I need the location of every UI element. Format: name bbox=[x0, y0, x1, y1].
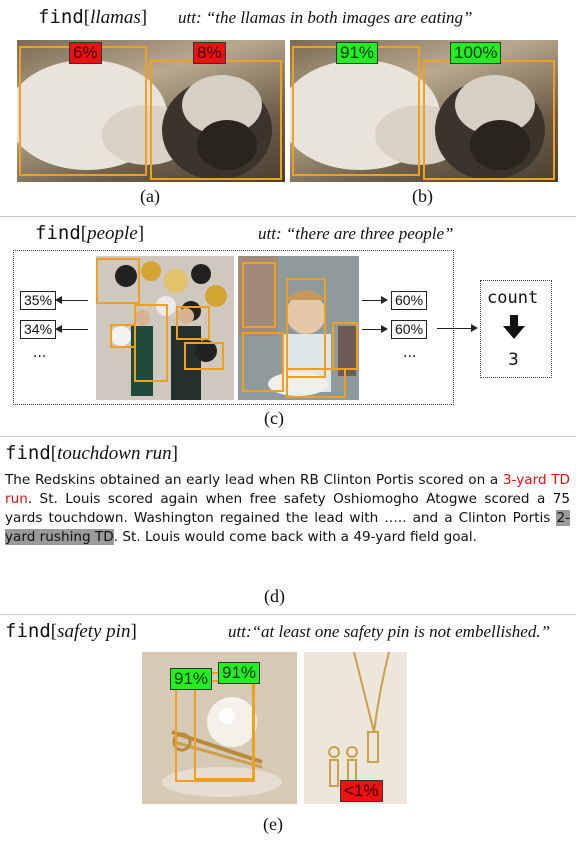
score-tag: 6% bbox=[69, 42, 102, 64]
arrow-head bbox=[471, 324, 478, 332]
ellipsis: ... bbox=[33, 345, 47, 361]
utterance: utt:“at least one safety pin is not embe… bbox=[228, 622, 551, 641]
pin-image-right: <1% bbox=[304, 652, 407, 804]
arrow bbox=[362, 329, 382, 330]
highlight-red: 3-yard TD run bbox=[5, 472, 571, 507]
bounding-box bbox=[96, 258, 140, 304]
separator bbox=[0, 436, 576, 437]
find-arg: llamas bbox=[90, 7, 141, 28]
score-tag: 8% bbox=[193, 42, 226, 64]
bounding-box bbox=[292, 46, 420, 176]
utterance: utt: “the llamas in both images are eati… bbox=[178, 8, 473, 27]
ellipsis: ... bbox=[403, 345, 417, 361]
arrow-head bbox=[55, 296, 62, 304]
bounding-box bbox=[134, 304, 168, 382]
bounding-box bbox=[150, 60, 282, 180]
pin-image-left: 91% 91% bbox=[142, 652, 297, 804]
panel-e-header: find[safety pin] bbox=[5, 620, 137, 642]
score-tag: 91% bbox=[170, 668, 213, 690]
caption-d: (d) bbox=[264, 586, 285, 606]
panel-c-header: find[people] bbox=[35, 222, 145, 244]
bounding-box bbox=[19, 46, 147, 176]
find-fn: find bbox=[5, 442, 51, 464]
passage-part: . St. Louis scored again when free safet… bbox=[5, 491, 570, 526]
score-tag: 91% bbox=[336, 42, 379, 64]
passage-part: . St. Louis would come back with a 49-ya… bbox=[113, 529, 477, 545]
panel-ab-header: find[llamas] bbox=[38, 6, 148, 28]
utterance: utt: “there are three people” bbox=[258, 224, 454, 243]
find-arg: safety pin bbox=[57, 621, 131, 642]
caption-a: (a) bbox=[140, 186, 160, 206]
arrow bbox=[362, 300, 382, 301]
people-image-right bbox=[238, 256, 359, 400]
count-module bbox=[480, 280, 552, 378]
bounding-box bbox=[423, 60, 555, 180]
bounding-box bbox=[184, 342, 224, 370]
count-label: count bbox=[487, 288, 539, 308]
caption-e: (e) bbox=[263, 814, 283, 834]
find-arg: people bbox=[87, 223, 138, 244]
bounding-box bbox=[176, 306, 210, 340]
caption-c: (c) bbox=[264, 408, 284, 428]
score-box: 34% bbox=[20, 320, 57, 339]
bounding-box bbox=[175, 672, 255, 782]
llama-image-a: 6% 8% bbox=[17, 40, 285, 182]
down-arrow-icon bbox=[503, 315, 525, 343]
people-image-left bbox=[96, 256, 234, 400]
find-module-frame bbox=[13, 250, 454, 405]
arrow-head bbox=[381, 325, 388, 333]
separator bbox=[0, 614, 576, 615]
bounding-box bbox=[194, 680, 254, 780]
bounding-box bbox=[242, 262, 276, 328]
count-value: 3 bbox=[508, 350, 519, 370]
score-tag: 100% bbox=[450, 42, 502, 64]
arrow bbox=[61, 329, 88, 330]
find-fn: find bbox=[35, 222, 81, 244]
arrow bbox=[437, 328, 472, 329]
score-tag: 91% bbox=[218, 662, 261, 684]
score-box: 60% bbox=[391, 320, 428, 339]
llama-image-b: 91% 100% bbox=[290, 40, 558, 182]
passage-text: The Redskins obtained an early lead when… bbox=[5, 471, 570, 547]
arrow-head bbox=[55, 325, 62, 333]
score-tag: <1% bbox=[340, 780, 383, 802]
score-box: 35% bbox=[20, 291, 57, 310]
score-box: 60% bbox=[391, 291, 428, 310]
separator bbox=[0, 216, 576, 217]
find-fn: find bbox=[5, 620, 51, 642]
passage-part: The Redskins obtained an early lead when… bbox=[5, 472, 503, 488]
panel-d-header: find[touchdown run] bbox=[5, 442, 178, 464]
caption-b: (b) bbox=[412, 186, 433, 206]
find-arg: touchdown run bbox=[57, 443, 172, 464]
bounding-box bbox=[242, 332, 284, 392]
arrow-head bbox=[381, 296, 388, 304]
bounding-box bbox=[110, 324, 136, 348]
arrow bbox=[61, 300, 88, 301]
bounding-box bbox=[286, 278, 326, 378]
find-fn: find bbox=[38, 6, 84, 28]
bounding-box bbox=[332, 322, 358, 370]
bounding-box bbox=[286, 368, 346, 398]
